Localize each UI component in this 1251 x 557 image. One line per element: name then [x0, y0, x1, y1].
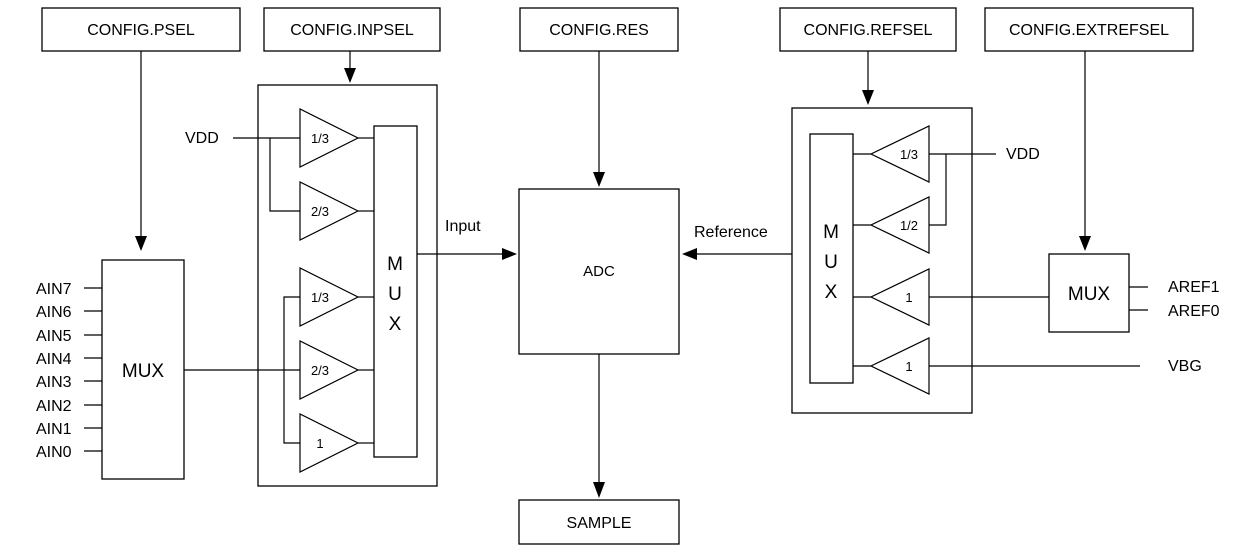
ain-pin-label: AIN7 [36, 281, 72, 298]
input-mux-letter: U [388, 284, 402, 305]
ain-pin-label: AIN0 [36, 444, 72, 461]
input-signal: Input [417, 218, 517, 260]
config-refsel-label: CONFIG.REFSEL [804, 22, 933, 39]
vbg-label: VBG [1168, 358, 1202, 375]
ain-pin-label: AIN5 [36, 328, 72, 345]
config-inpsel-label: CONFIG.INPSEL [290, 22, 414, 39]
gain-amplifier: 2/3 [299, 340, 360, 400]
vdd-left-label: VDD [185, 130, 219, 147]
gain-amplifier: 1 [299, 413, 360, 473]
gain-label: 1/3 [311, 290, 329, 305]
reference-buffer: 1/3 [869, 125, 930, 183]
input-signal-label: Input [445, 218, 481, 235]
sample-block: SAMPLE [518, 354, 680, 545]
gain-label: 1 [905, 290, 912, 305]
config-arrows [135, 51, 1091, 251]
reference-mux-letter: U [824, 252, 838, 273]
sample-label: SAMPLE [567, 515, 632, 532]
extref-mux-block: MUX AREF1 AREF0 [1048, 253, 1220, 333]
reference-mux-letter: M [823, 222, 839, 243]
reference-mux-letter: X [825, 282, 838, 303]
gain-amplifier: 1/3 [299, 108, 360, 168]
input-mux-letter: M [387, 254, 403, 275]
config-psel-label: CONFIG.PSEL [87, 22, 195, 39]
adc-label: ADC [583, 263, 615, 280]
config-res-block: CONFIG.RES [519, 7, 679, 52]
input-mux: M U X [373, 125, 418, 458]
config-res-label: CONFIG.RES [549, 22, 649, 39]
psel-mux-block: MUX [101, 259, 185, 480]
gain-amplifier: 2/3 [299, 181, 360, 241]
ain-pin-label: AIN4 [36, 351, 72, 368]
aref0-label: AREF0 [1168, 303, 1220, 320]
reference-signal: Reference [682, 224, 810, 260]
config-extrefsel-block: CONFIG.EXTREFSEL [984, 7, 1194, 52]
vdd-right-label: VDD [1006, 146, 1040, 163]
input-mux-letter: X [389, 314, 402, 335]
config-refsel-block: CONFIG.REFSEL [779, 7, 957, 52]
ain-pin-label: AIN6 [36, 304, 72, 321]
reference-mux: M U X [809, 133, 854, 384]
psel-mux-label: MUX [122, 361, 165, 382]
gain-label: 1/3 [311, 131, 329, 146]
adc-block: ADC [518, 188, 680, 355]
ain-pin-list: AIN7 AIN6 AIN5 AIN4 AIN3 AIN2 AIN1 AIN0 [36, 281, 102, 461]
gain-label: 1/2 [900, 218, 918, 233]
gain-amplifier: 1/3 [299, 267, 360, 327]
config-inpsel-block: CONFIG.INPSEL [263, 7, 441, 52]
gain-label: 2/3 [311, 204, 329, 219]
gain-label: 1 [905, 359, 912, 374]
reference-signal-label: Reference [694, 224, 768, 241]
gain-label: 2/3 [311, 363, 329, 378]
ain-pin-label: AIN1 [36, 421, 72, 438]
gain-label: 1/3 [900, 147, 918, 162]
config-psel-block: CONFIG.PSEL [41, 7, 241, 52]
gain-label: 1 [316, 436, 323, 451]
config-extrefsel-label: CONFIG.EXTREFSEL [1009, 22, 1169, 39]
extref-mux-label: MUX [1068, 284, 1111, 305]
aref1-label: AREF1 [1168, 279, 1220, 296]
ain-pin-label: AIN3 [36, 374, 72, 391]
ain-pin-label: AIN2 [36, 398, 72, 415]
input-select-block: VDD 1/3 2/3 1/3 2/3 1 [184, 84, 438, 487]
reference-select-block: M U X 1/3 1/2 1 1 VDD [791, 107, 1140, 414]
